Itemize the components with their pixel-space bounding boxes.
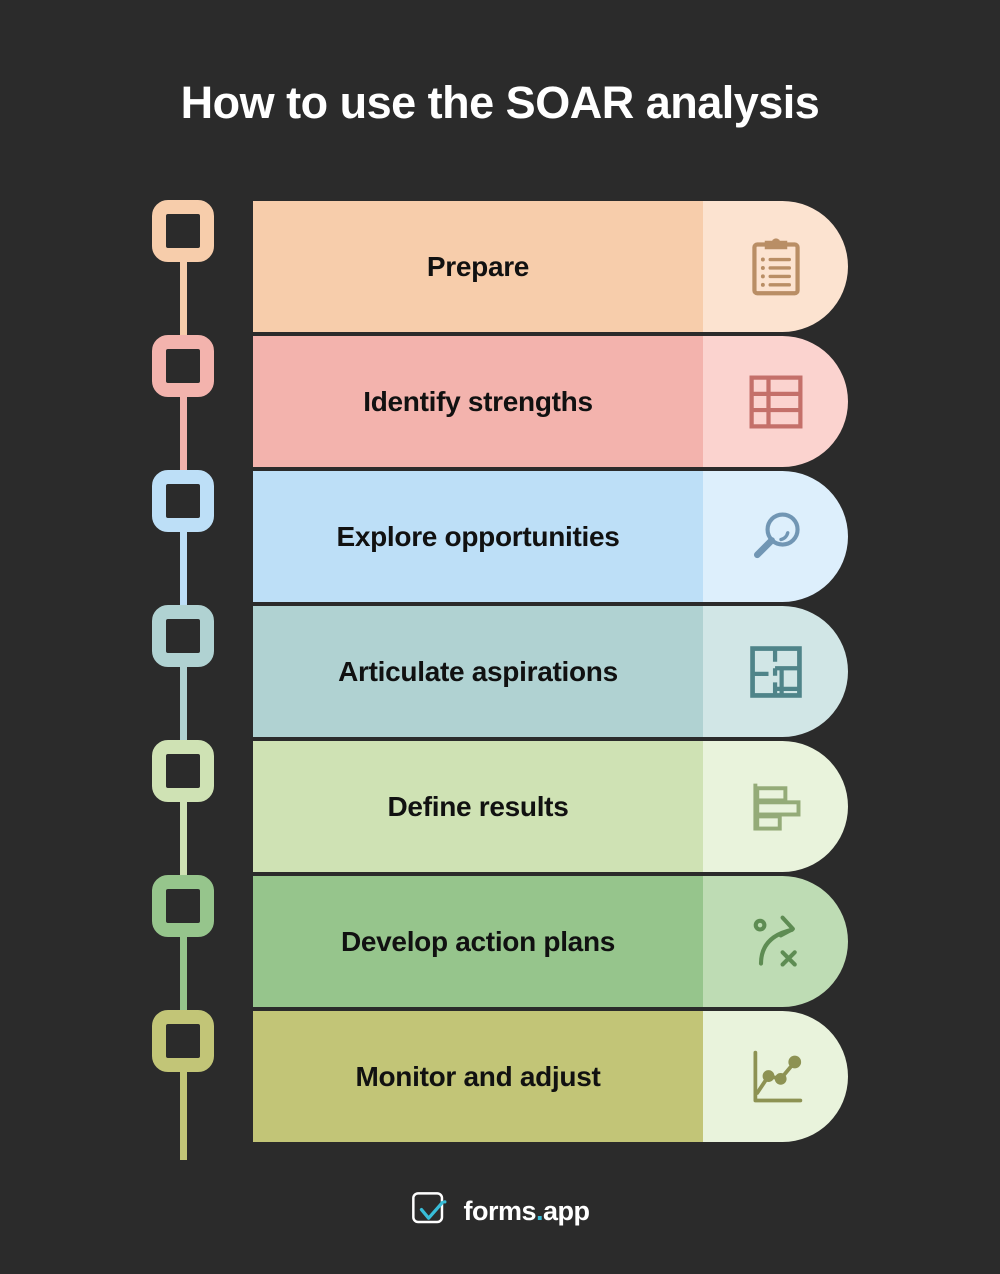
step-icon-panel xyxy=(703,471,848,602)
step-label-panel: Explore opportunities xyxy=(253,471,703,602)
timeline-rail xyxy=(152,200,218,1160)
step-row[interactable]: Develop action plans xyxy=(253,876,848,1007)
step-icon-panel xyxy=(703,741,848,872)
step-row[interactable]: Identify strengths xyxy=(253,336,848,467)
step-label: Develop action plans xyxy=(340,925,616,957)
timeline-connector-line xyxy=(180,528,187,610)
step-label: Prepare xyxy=(426,250,530,282)
step-label-panel: Monitor and adjust xyxy=(253,1011,703,1142)
step-icon-panel xyxy=(703,336,848,467)
strategy-play-icon xyxy=(746,912,806,972)
step-row[interactable]: Define results xyxy=(253,741,848,872)
step-label-panel: Articulate aspirations xyxy=(253,606,703,737)
timeline-connector-line xyxy=(180,798,187,880)
timeline-node-marker xyxy=(152,740,214,802)
forms-app-check-icon xyxy=(410,1190,452,1232)
timeline-connector-line xyxy=(180,1068,187,1160)
timeline-connector-line xyxy=(180,663,187,745)
timeline-node-marker xyxy=(152,875,214,937)
magnifying-glass-icon xyxy=(746,507,806,567)
line-chart-icon xyxy=(746,1047,806,1107)
timeline-connector-line xyxy=(180,258,187,340)
step-icon-panel xyxy=(703,1011,848,1142)
step-icon-panel xyxy=(703,201,848,332)
step-label: Explore opportunities xyxy=(336,520,620,552)
step-label-panel: Identify strengths xyxy=(253,336,703,467)
brand-suffix: app xyxy=(543,1195,590,1226)
step-row[interactable]: Monitor and adjust xyxy=(253,1011,848,1142)
step-label-panel: Develop action plans xyxy=(253,876,703,1007)
timeline-node-marker xyxy=(152,605,214,667)
bar-chart-icon xyxy=(746,777,806,837)
step-label: Identify strengths xyxy=(363,385,593,417)
step-label: Define results xyxy=(387,790,569,822)
floorplan-icon xyxy=(746,642,806,702)
steps-list: Prepare Identify strengths Explore oppor… xyxy=(253,201,848,1146)
step-icon-panel xyxy=(703,876,848,1007)
timeline-connector-line xyxy=(180,933,187,1015)
step-row[interactable]: Explore opportunities xyxy=(253,471,848,602)
timeline-node-marker xyxy=(152,335,214,397)
table-grid-icon xyxy=(746,372,806,432)
timeline-node-marker xyxy=(152,1010,214,1072)
step-row[interactable]: Prepare xyxy=(253,201,848,332)
step-row[interactable]: Articulate aspirations xyxy=(253,606,848,737)
timeline-node-marker xyxy=(152,470,214,532)
timeline-node-marker xyxy=(152,200,214,262)
step-icon-panel xyxy=(703,606,848,737)
step-label: Monitor and adjust xyxy=(355,1060,601,1092)
brand-name: forms xyxy=(463,1195,536,1226)
step-label-panel: Prepare xyxy=(253,201,703,332)
brand-wordmark: forms.app xyxy=(463,1195,590,1227)
page-title: How to use the SOAR analysis xyxy=(180,77,820,128)
brand-dot: . xyxy=(535,1195,544,1226)
step-label-panel: Define results xyxy=(253,741,703,872)
clipboard-list-icon xyxy=(746,237,806,297)
step-label: Articulate aspirations xyxy=(338,655,618,687)
footer-brand: forms.app xyxy=(0,1190,1000,1232)
timeline-connector-line xyxy=(180,393,187,475)
